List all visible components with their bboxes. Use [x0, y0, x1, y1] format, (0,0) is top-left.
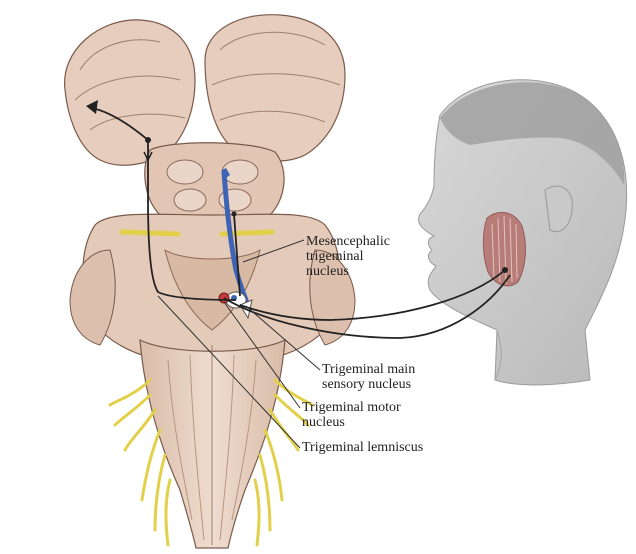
brainstem-illustration [65, 15, 355, 548]
label-trigeminal-main-sensory-nucleus: Trigeminal main sensory nucleus [322, 362, 415, 392]
label-trigeminal-motor-nucleus: Trigeminal motor nucleus [302, 400, 401, 430]
label-trigeminal-lemniscus: Trigeminal lemniscus [302, 440, 423, 455]
label-mesencephalic-trigeminal-nucleus: Mesencephalic trigeminal nucleus [306, 234, 390, 279]
head-illustration [419, 80, 627, 385]
